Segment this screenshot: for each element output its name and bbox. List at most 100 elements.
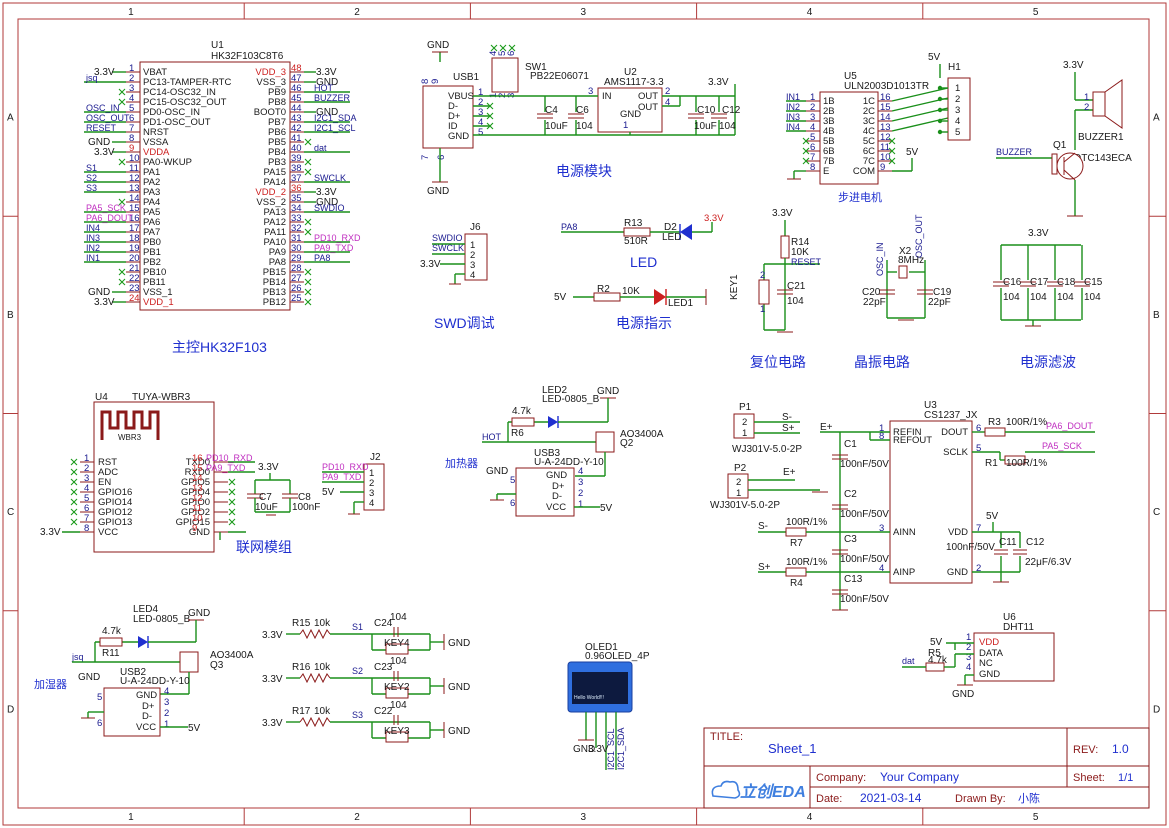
svg-text:2: 2	[736, 477, 741, 488]
r7-resistor[interactable]	[785, 527, 807, 537]
key-resistor-0[interactable]	[299, 628, 331, 640]
u4-num-11: 11	[192, 503, 202, 514]
p1-connector[interactable]	[733, 413, 755, 439]
d2-label: LED	[662, 232, 681, 243]
u4-pin-gpio15: GPIO15	[176, 517, 210, 528]
r11-resistor[interactable]	[99, 637, 123, 647]
p1-net-splus: S+	[782, 423, 795, 434]
usb3-shell-5: 5	[510, 475, 515, 486]
key1-switch[interactable]	[758, 279, 770, 305]
r5-resistor[interactable]	[925, 662, 945, 672]
mcu-part: HK32F103C8T6	[211, 51, 284, 62]
usb3-pin-gnd: GND	[546, 470, 567, 481]
c10-value: 10uF	[694, 121, 717, 132]
u3-body[interactable]	[889, 420, 973, 584]
u2-body[interactable]	[597, 87, 663, 133]
key-switch-2[interactable]	[385, 731, 409, 743]
buzzer-in-net: BUZZER	[996, 147, 1033, 157]
q1-ref: Q1	[1053, 140, 1067, 151]
c20-ref: C20	[862, 287, 881, 298]
power-vout-label: 3.3V	[708, 77, 729, 88]
filter-cap-ref-c15: C15	[1084, 277, 1103, 288]
mcu-net-37: SWCLK	[314, 173, 346, 183]
q3-mosfet[interactable]	[179, 651, 199, 673]
u6-pin-vdd: VDD	[979, 637, 999, 648]
key-switch-0[interactable]	[385, 643, 409, 655]
buzzer-ref: BUZZER1	[1078, 132, 1124, 143]
r4-resistor[interactable]	[785, 567, 807, 577]
r6-resistor[interactable]	[511, 417, 535, 427]
j2-body[interactable]	[363, 463, 385, 511]
r5-value: 4.7k	[928, 655, 948, 666]
sw1-body[interactable]	[491, 57, 519, 93]
u6-num-4: 4	[966, 662, 971, 673]
r5-ref: R5	[928, 648, 941, 659]
j2-pin4: 4	[369, 498, 374, 509]
u5-num-1: 1	[810, 92, 815, 103]
usb1-body[interactable]	[422, 85, 474, 149]
led2-ref: LED2	[542, 385, 567, 396]
mcu-net-6: OSC_OUT	[86, 113, 130, 123]
u5-pin-5c: 5C	[863, 136, 875, 147]
r14-resistor[interactable]	[780, 235, 790, 259]
frame-col-top-2: 2	[354, 7, 360, 18]
r3-value: 100R/1%	[1006, 417, 1047, 428]
usb1-shell-7: 7	[420, 155, 431, 160]
h1-body[interactable]	[947, 77, 971, 141]
u6-body[interactable]	[973, 632, 1055, 682]
u3-num-5: 5	[976, 443, 981, 454]
mcu-pin-num-31: 31	[291, 233, 302, 244]
key-ref-0: KEY4	[384, 638, 410, 649]
mcu-pin-num-5: 5	[129, 103, 134, 114]
usb1-shell-6: 6	[436, 155, 447, 160]
u3-vdd-net: 5V	[986, 511, 999, 522]
usb1-ref: USB1	[453, 72, 480, 83]
usb3-gnd-label: GND	[486, 466, 508, 477]
r1-resistor[interactable]	[1004, 455, 1026, 465]
u4-pin-en: EN	[98, 477, 111, 488]
u5-num-3: 3	[810, 112, 815, 123]
company-label: Company:	[816, 772, 866, 784]
mcu-pin-num-37: 37	[291, 173, 302, 184]
cs-cap-value-c13: 100nF/50V	[840, 594, 889, 605]
q2-mosfet[interactable]	[595, 431, 615, 453]
u6-pin-nc: NC	[979, 658, 993, 669]
u5-num-5: 5	[810, 132, 815, 143]
key-resistor-2[interactable]	[299, 716, 331, 728]
mcu-pin-num-18: 18	[129, 233, 140, 244]
mcu-pin-num-11: 11	[129, 163, 139, 174]
p2-connector[interactable]	[727, 473, 749, 499]
humid-block: LED4 LED-0805_B GND 4.7k R11 jsq AO3400A…	[34, 604, 254, 737]
j6-body[interactable]	[464, 233, 488, 281]
key-c-value-0: 104	[390, 612, 407, 623]
mcu-pin-num-3: 3	[129, 83, 134, 94]
mcu-net-2: jsq	[85, 73, 98, 83]
u5-body[interactable]	[819, 91, 879, 185]
mcu-pin-num-48: 48	[291, 63, 302, 74]
usb2-num-3: 3	[164, 697, 169, 708]
mcu-pin-num-38: 38	[291, 163, 302, 174]
mcu-pin-name-42: PB6	[268, 127, 286, 138]
usb2-body[interactable]	[103, 687, 161, 737]
j6-pin1: 1	[470, 240, 475, 251]
u4-pin-gnd: GND	[189, 527, 210, 538]
r3-resistor[interactable]	[984, 427, 1006, 437]
q2-ref: Q2	[620, 438, 634, 449]
mcu-body[interactable]	[139, 61, 291, 311]
buzzer-body[interactable]	[1092, 91, 1106, 117]
x2-crystal[interactable]	[898, 265, 908, 279]
frame-col-bottom-5: 5	[1033, 812, 1039, 823]
filter-caption: 电源滤波	[1020, 354, 1076, 370]
r13-resistor[interactable]	[623, 227, 651, 237]
mcu-pin-num-24: 24	[129, 293, 140, 304]
key-resistor-1[interactable]	[299, 672, 331, 684]
usb1-pin-vbus: VBUS	[448, 91, 474, 102]
usb3-body[interactable]	[515, 467, 575, 517]
key-switch-1[interactable]	[385, 687, 409, 699]
mcu-net-11: S1	[86, 163, 97, 173]
u2-pin-out2-num: 4	[665, 97, 670, 108]
oled-net-sda: I2C1_SDA	[616, 727, 626, 770]
x2-ref: X2	[899, 246, 912, 257]
